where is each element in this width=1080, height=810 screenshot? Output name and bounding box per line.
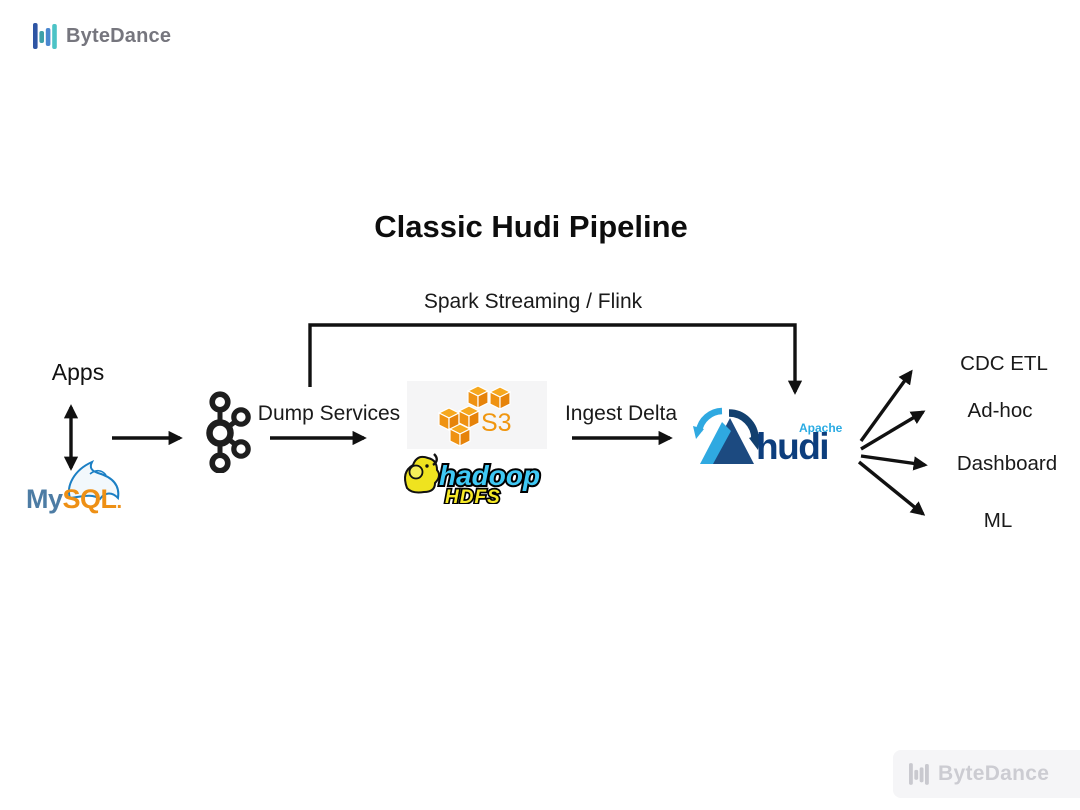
hudi-to-dashboard-arrow	[860, 454, 928, 471]
output-label-cdc-etl: CDC ETL	[960, 352, 1048, 375]
mysql-word-my: My	[26, 484, 63, 514]
hudi-to-ml-arrow	[857, 460, 926, 516]
hudi-to-cdc-etl-arrow	[859, 369, 913, 442]
spark-streaming-flink-label: Spark Streaming / Flink	[423, 290, 643, 313]
mysql-wordmark: MySQL.	[26, 484, 122, 515]
brand-name: ByteDance	[66, 24, 172, 47]
dump-services-label: Dump Services	[257, 402, 401, 425]
hudi-wordmark: hudi	[756, 426, 830, 467]
mysql-logo: MySQL.	[24, 458, 144, 520]
output-label-ad-hoc: Ad-hoc	[967, 399, 1033, 422]
mysql-dolphin-icon	[68, 459, 120, 501]
apache-hudi-logo: Apache hudi	[692, 404, 860, 470]
bytedance-logo-header: ByteDance	[33, 22, 171, 50]
bytedance-watermark: ByteDance	[893, 750, 1080, 798]
hadoop-wordmark: hadoop	[439, 460, 540, 491]
hdfs-wordmark: HDFS	[445, 487, 501, 504]
ingest-delta-label: Ingest Delta	[564, 402, 678, 425]
kafka-icon	[206, 391, 251, 473]
s3-text: S3	[481, 409, 512, 437]
hadoop-elephant-icon	[404, 453, 441, 494]
spark-streaming-bypass-arrow	[308, 323, 803, 395]
amazon-s3-logo: S3	[407, 381, 547, 449]
apps-label: Apps	[51, 359, 105, 385]
output-label-dashboard: Dashboard	[956, 452, 1058, 475]
mysql-word-sql: SQL	[62, 484, 118, 514]
s3-cubes-icon: S3	[438, 385, 512, 447]
watermark-brand-name: ByteDance	[938, 762, 1050, 785]
hudi-icon	[693, 407, 761, 464]
hudi-apache-text: Apache	[799, 421, 843, 435]
page-title: Classic Hudi Pipeline	[374, 209, 688, 244]
bytedance-bars-icon	[33, 23, 57, 49]
hadoop-hdfs-logo: hadoop HDFS	[404, 453, 542, 504]
hudi-to-ad-hoc-arrow	[860, 410, 926, 451]
bytedance-bars-icon-gray	[909, 763, 929, 785]
output-label-ml: ML	[983, 509, 1013, 532]
mysql-word-dot: .	[116, 491, 123, 513]
